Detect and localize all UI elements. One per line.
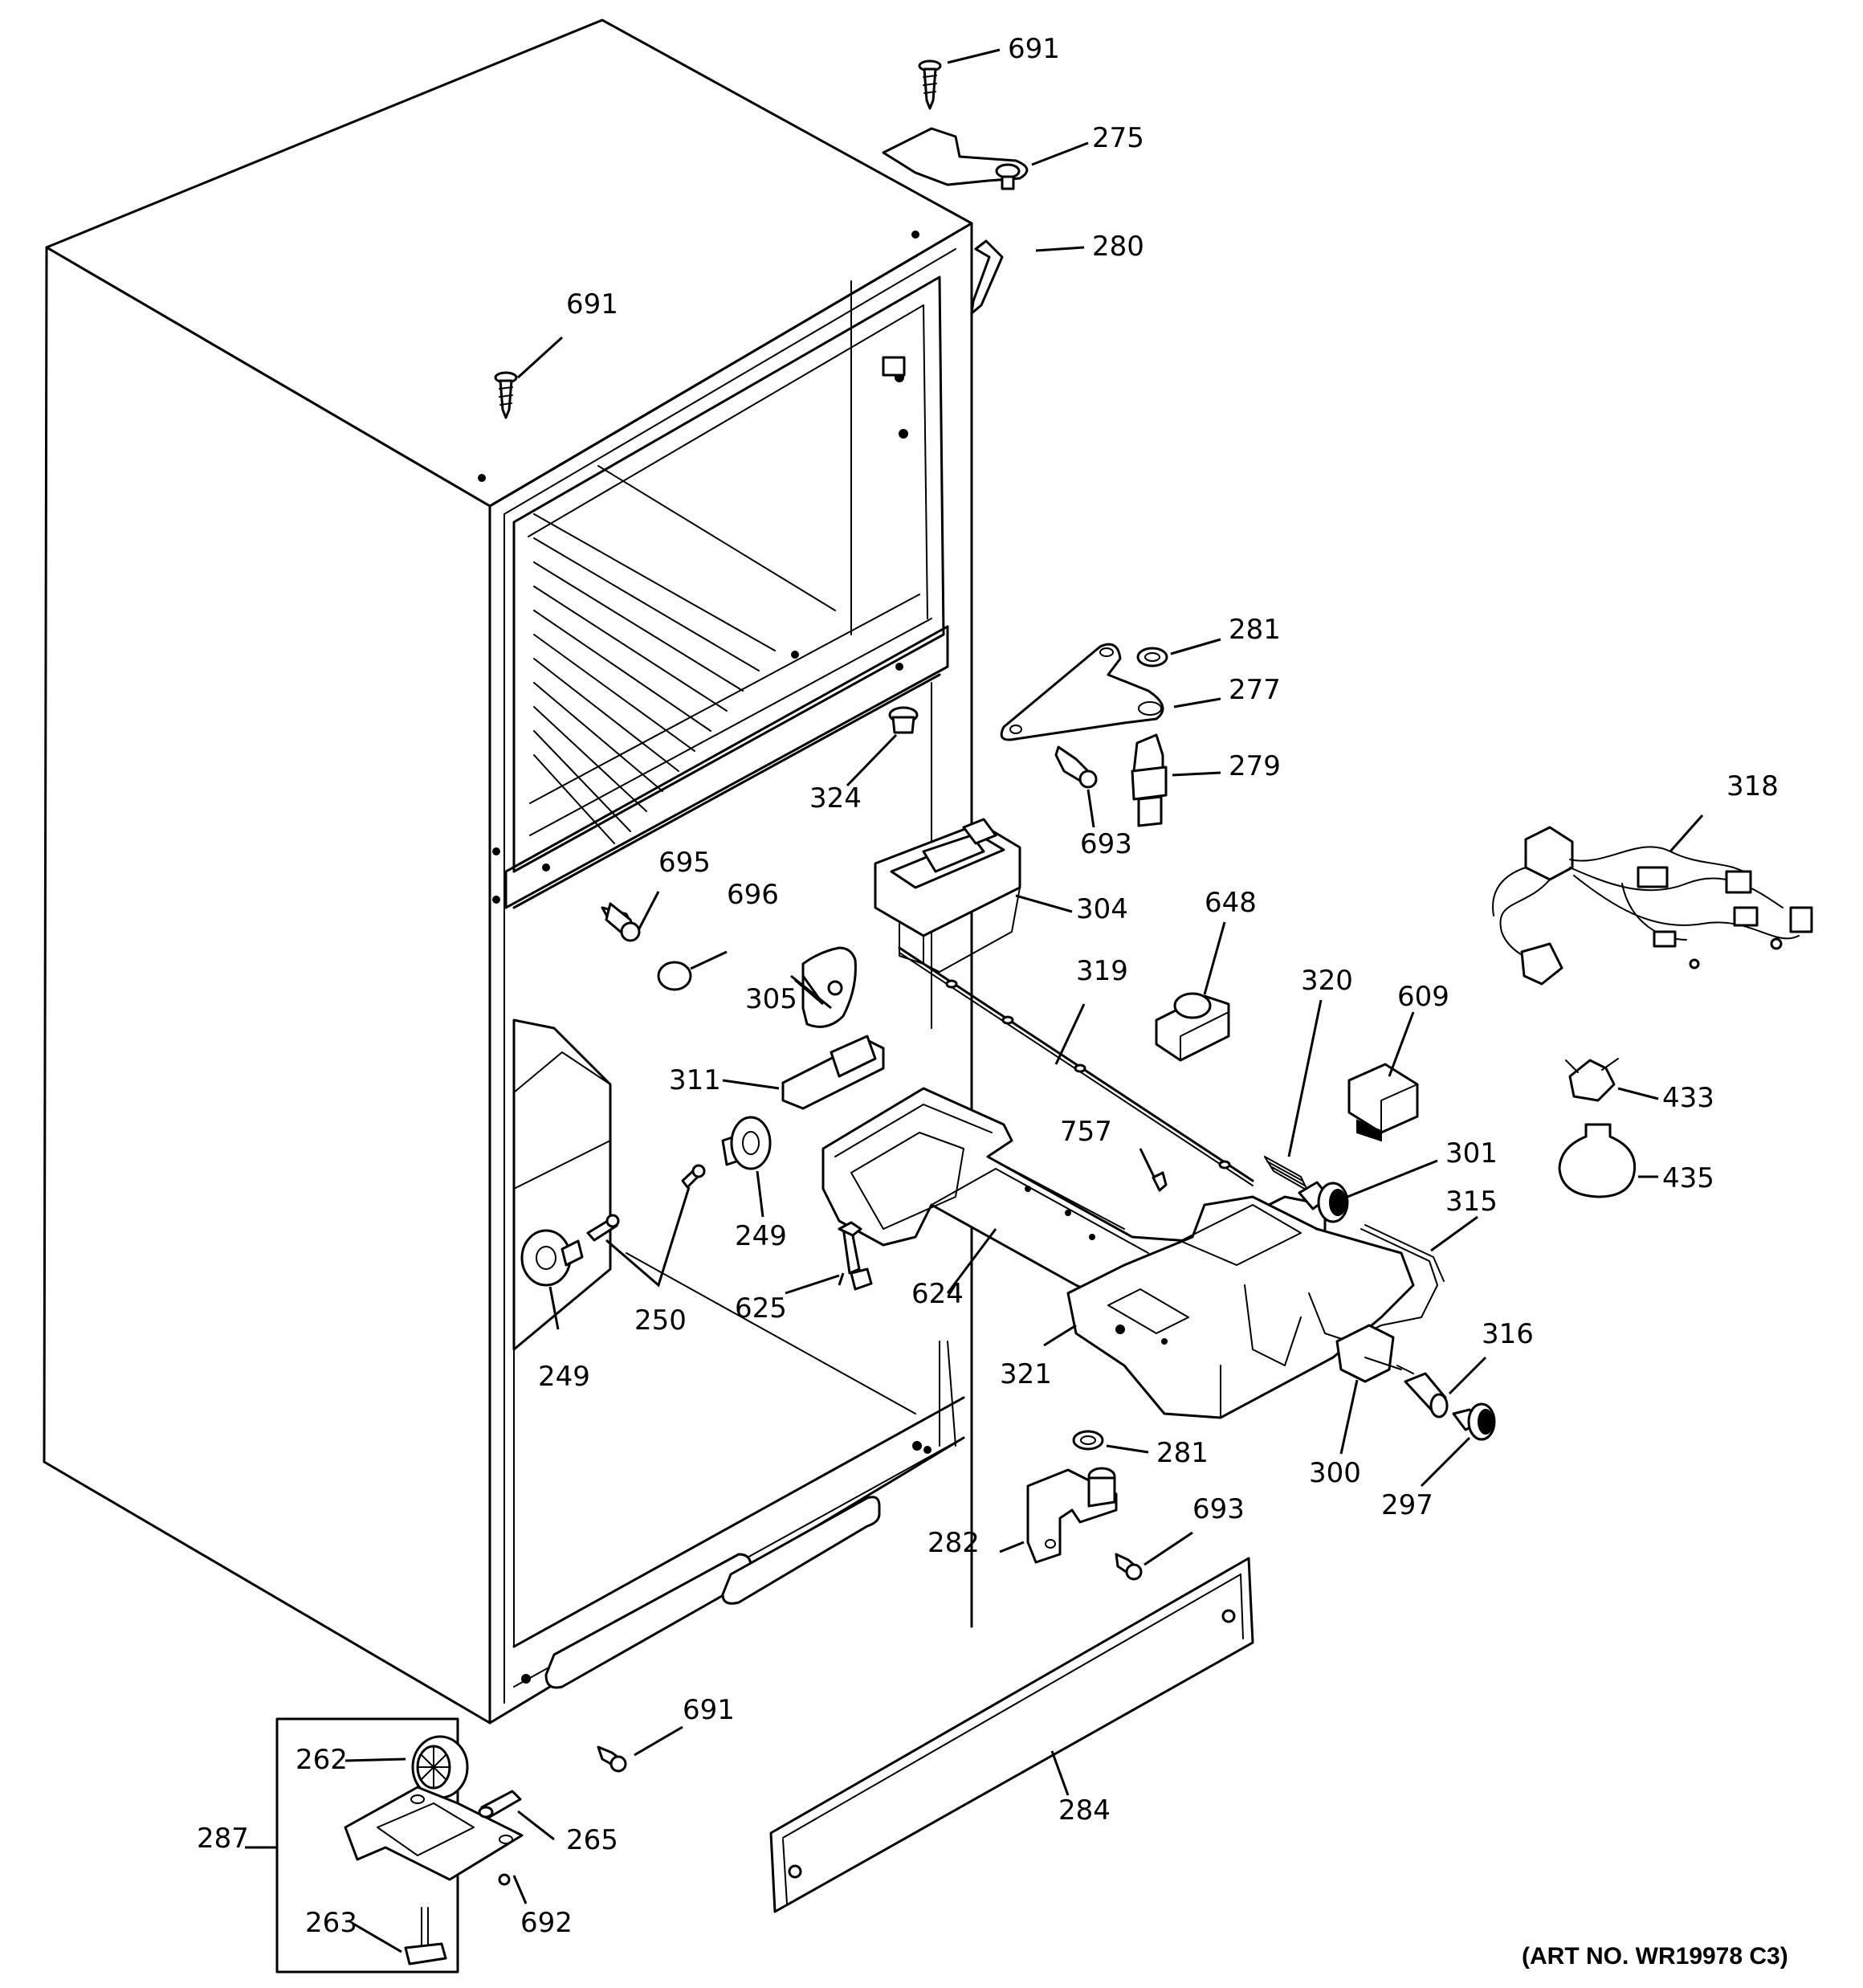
callout-311: 311 [669,1064,721,1096]
callout-249: 249 [735,1220,787,1252]
callout-693: 693 [1080,828,1132,860]
screw-691-bottom [597,1745,627,1773]
callout-624: 624 [911,1278,964,1310]
lamp-socket-433 [1565,1058,1619,1102]
wire-315 [1356,1228,1438,1338]
callout-315: 315 [1445,1186,1498,1218]
callout-324: 324 [809,782,862,814]
callout-695: 695 [658,847,711,879]
button-696 [657,961,692,991]
callout-691: 691 [566,288,618,320]
callout-250: 250 [634,1304,687,1337]
callout-321: 321 [1000,1358,1052,1390]
screw-757 [1152,1171,1168,1192]
component-648 [1155,992,1230,1062]
control-knob-301 [1298,1181,1349,1223]
washer-281 [1136,647,1168,667]
callout-625: 625 [735,1292,787,1325]
callout-300: 300 [1309,1457,1361,1489]
bottom-hinge-282 [1026,1467,1118,1564]
knob-249-upper [721,1116,772,1170]
refrigerator-cabinet [43,18,973,1725]
callout-696: 696 [727,879,779,911]
callout-305: 305 [745,983,797,1015]
light-bulb-435 [1558,1123,1637,1198]
knob-249-lower [520,1229,584,1287]
kick-plate-284 [769,1557,1254,1913]
art-number: (ART NO. WR19978 C3) [1522,1943,1788,1970]
hinge-pin-279 [1131,733,1168,827]
callout-281: 281 [1229,614,1281,646]
knob-297 [1452,1402,1496,1441]
callout-693: 693 [1192,1493,1245,1525]
callout-301: 301 [1445,1137,1498,1170]
callout-691: 691 [683,1694,735,1726]
control-housing-321 [1066,1195,1415,1419]
switch-609 [1347,1063,1419,1142]
callout-265: 265 [566,1824,618,1856]
switch-300 [1335,1324,1414,1383]
washer-281-lower [1072,1430,1104,1451]
callout-281: 281 [1156,1437,1209,1469]
callout-757: 757 [1060,1116,1112,1148]
screw-693-lower [1115,1553,1143,1581]
callout-609: 609 [1397,981,1449,1013]
callout-316: 316 [1482,1318,1534,1350]
callout-304: 304 [1076,893,1128,925]
callout-249: 249 [538,1361,590,1393]
callout-433: 433 [1662,1082,1714,1114]
spring-320 [1264,1156,1308,1191]
callout-691: 691 [1008,33,1060,65]
roller-assembly-287 [275,1717,524,1974]
damper-311 [781,1035,885,1110]
plug-324 [888,706,919,734]
callout-labels: 691 275 280 691 281 277 279 324 693 318 … [197,33,1788,1970]
spacer-316 [1404,1372,1449,1419]
screws-250 [586,1164,706,1242]
callout-275: 275 [1092,122,1144,154]
wire-harness-318 [1492,826,1813,986]
freezer-shelf-ribs [533,513,776,844]
hinge-clip-280 [970,239,1004,315]
callout-279: 279 [1229,750,1281,782]
screw-695 [601,902,641,942]
leader-lines [245,48,1704,1953]
callout-280: 280 [1092,231,1144,263]
callout-277: 277 [1229,674,1281,706]
callout-284: 284 [1058,1794,1111,1827]
top-hinge-275 [882,127,1029,186]
callout-282: 282 [927,1527,980,1559]
callout-262: 262 [296,1744,348,1776]
screw-691-top [918,59,942,110]
screw-691-cabinet [494,371,518,419]
control-housing-304 [874,818,1021,973]
callout-435: 435 [1662,1162,1714,1194]
callout-287: 287 [197,1823,249,1855]
bolt-625 [838,1221,873,1291]
center-hinge-277 [1000,643,1164,741]
callout-263: 263 [305,1907,357,1939]
callout-297: 297 [1381,1489,1433,1521]
cap-tube-319 [898,946,1254,1186]
screw-693-hinge [1054,745,1098,789]
callout-692: 692 [520,1907,573,1939]
callout-648: 648 [1205,887,1257,919]
callout-320: 320 [1301,965,1353,997]
callout-318: 318 [1726,770,1779,802]
callout-319: 319 [1076,955,1128,987]
parts [275,59,1813,1974]
